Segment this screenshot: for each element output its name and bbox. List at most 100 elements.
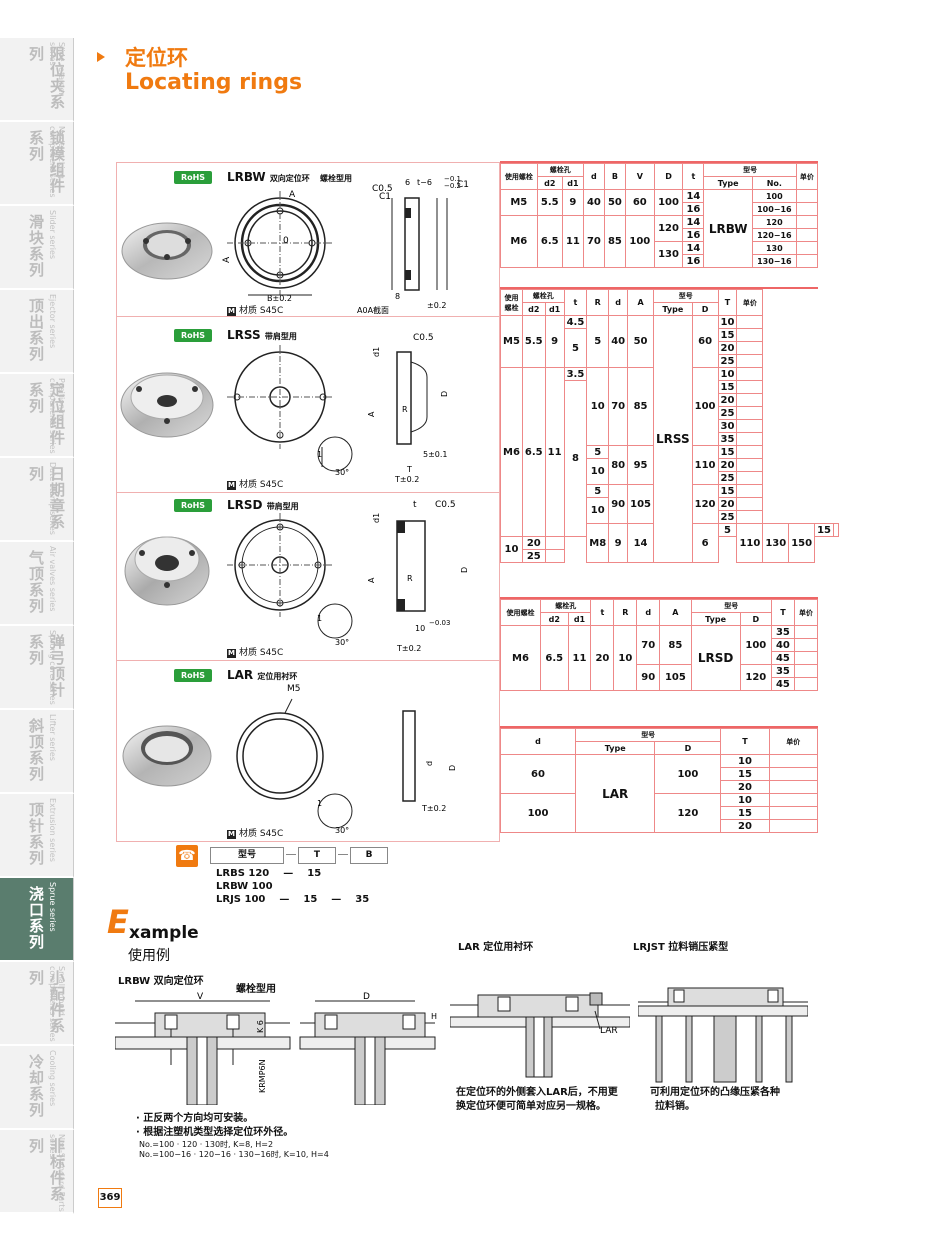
product-title: LAR 定位用衬环 (227, 668, 297, 682)
sidebar-item-en-label: Mode locking component series (48, 126, 66, 198)
svg-text:8: 8 (395, 292, 400, 301)
svg-text:−0.2: −0.2 (444, 182, 461, 190)
sidebar-item-label: 浇口系列 (27, 886, 45, 950)
example-drawing-lrjst (638, 987, 808, 1083)
svg-text:C1: C1 (457, 180, 469, 190)
sidebar-item-en-label: Date stamp series (48, 462, 57, 535)
product-panel-lrss: RoHS LRSS 带肩型用 C0.5 d1 A R D 1 30° T T±0… (116, 316, 500, 494)
sidebar-item-en-label: Sprung core series (48, 630, 57, 705)
svg-text:A: A (222, 256, 232, 263)
svg-text:T±0.2: T±0.2 (396, 644, 421, 653)
product-code: LRBW (227, 170, 266, 184)
order-dash (338, 854, 348, 855)
sidebar-item-en-label: Ejector series (48, 294, 57, 349)
svg-text:30°: 30° (335, 826, 349, 835)
svg-text:KRMP6N: KRMP6N (258, 1059, 267, 1093)
sidebar-item-label: 日期章系列 (27, 466, 66, 530)
table-divider (500, 597, 818, 599)
order-header-t: T (298, 847, 336, 864)
page-number: 369 (98, 1188, 122, 1208)
sidebar-item-en-label: Slide retainer series (48, 42, 66, 96)
order-row: LRBS 120—15 (216, 868, 322, 879)
product-code: LAR (227, 668, 254, 682)
rohs-badge: RoHS (174, 171, 212, 184)
svg-text:C1: C1 (379, 192, 391, 202)
order-header-b: B (350, 847, 388, 864)
svg-text:1: 1 (317, 614, 322, 623)
sidebar-item-label: 弹弓顶针系列 (27, 634, 66, 698)
svg-text:T±0.2: T±0.2 (394, 475, 419, 484)
example-lrjst-note-2: 拉料销。 (655, 1101, 695, 1112)
svg-text:A: A (367, 411, 376, 417)
product-desc2: 螺栓型用 (320, 174, 352, 183)
svg-text:1: 1 (317, 799, 322, 808)
example-lrjst-note-1: 可利用定位环的凸缘压紧各种 (650, 1087, 780, 1098)
svg-text:−0.03: −0.03 (429, 619, 450, 627)
product-desc: 带肩型用 (266, 502, 299, 511)
svg-text:6: 6 (405, 178, 410, 187)
sidebar-item-label: 滑块系列 (27, 214, 45, 278)
sidebar-item-en-label: Sprue series (48, 882, 57, 932)
product-code: LRSS (227, 328, 261, 342)
sidebar-item-label: 冷却系列 (27, 1054, 45, 1118)
sidebar-item-en-label: Slider series (48, 210, 57, 260)
example-drawing-lar: LAR (450, 992, 630, 1078)
example-lar-note-1: 在定位环的外侧套入LAR后，不用更 (456, 1087, 618, 1098)
example-drawing-lrbw: V K 6 KRMP6N D H (115, 992, 437, 1105)
sidebar-item-label: 气顶系列 (27, 550, 45, 614)
order-header-type: 型号 (210, 847, 284, 864)
svg-text:D: D (448, 765, 457, 771)
product-title: LRSS 带肩型用 (227, 328, 297, 342)
product-code: LRSD (227, 498, 263, 512)
svg-text:H: H (431, 1012, 437, 1021)
order-dash (286, 854, 296, 855)
rohs-badge: RoHS (174, 669, 212, 682)
svg-text:d1: d1 (372, 513, 381, 523)
svg-text:D: D (440, 391, 449, 397)
rohs-badge: RoHS (174, 329, 212, 342)
svg-text:C0.5: C0.5 (413, 333, 434, 343)
sidebar-item-label: 非标件系列 (27, 1138, 66, 1202)
rohs-badge: RoHS (174, 499, 212, 512)
table-divider (500, 161, 818, 163)
svg-text:1: 1 (317, 450, 322, 459)
example-heading-e: E (107, 903, 129, 941)
example-bolt-label: 螺栓型用 (236, 984, 276, 995)
page-title-zh: 定位环 (125, 46, 188, 70)
svg-text:R: R (402, 405, 408, 414)
example-lrbw-label: LRBW 双向定位环 (118, 976, 204, 987)
example-lar-note-2: 换定位环便可简单对应另一规格。 (456, 1101, 606, 1112)
svg-text:T: T (406, 465, 412, 474)
material-icon: M (227, 307, 236, 316)
phone-order-icon: ☎ (176, 845, 198, 867)
title-arrow-icon (97, 52, 105, 62)
sidebar-item-label: 顶出系列 (27, 298, 45, 362)
lrbw-drawing: A A 0 B±0.2 C0.5 6 t−6 −0.1 −0.2 C1 C1 8… (121, 175, 469, 315)
svg-text:A0A截面: A0A截面 (357, 305, 389, 315)
svg-text:10: 10 (415, 624, 425, 633)
sidebar-item-en-label: Extrusion series (48, 798, 57, 862)
svg-text:T±0.2: T±0.2 (421, 804, 446, 813)
example-lar-label: LAR 定位用衬环 (458, 942, 534, 953)
